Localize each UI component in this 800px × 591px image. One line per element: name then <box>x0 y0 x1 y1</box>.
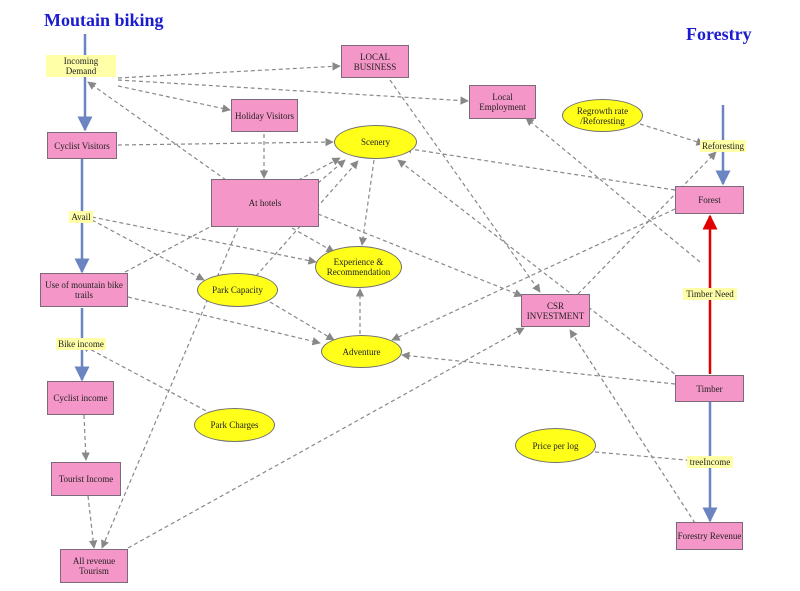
link-forest-to-scenery <box>403 145 676 191</box>
incoming-demand-label: Incoming Demand <box>46 55 116 77</box>
experience-recommendation-auxiliary: Experience & Recommendation <box>315 246 402 288</box>
link-regrowth-to-reforesting <box>639 123 705 146</box>
link-avail-to-experience <box>91 216 317 265</box>
scenery-auxiliary: Scenery <box>334 125 417 159</box>
link-all-revenue-to-csr <box>127 327 525 549</box>
link-at-hotels-to-experience <box>291 227 335 253</box>
tourist-income-stock: Tourist Income <box>51 462 121 496</box>
link-forest-to-adventure <box>391 208 676 341</box>
local-employment-stock: Local Employment <box>469 85 536 119</box>
link-tourist-income-to-all-revenue <box>87 495 98 549</box>
link-at-hotels-to-demand <box>87 81 227 181</box>
reforesting-label: Reforesting <box>700 140 746 152</box>
adventure-auxiliary: Adventure <box>321 335 402 368</box>
link-park-charges-to-bike-income <box>81 344 213 415</box>
park-charges-auxiliary: Park Charges <box>194 408 275 442</box>
forestry-revenue-stock: Forestry Revenue <box>676 522 743 550</box>
forest-stock: Forest <box>675 186 744 214</box>
at-hotels-stock: At hotels <box>211 179 319 227</box>
link-timber-to-scenery <box>397 159 681 379</box>
link-at-hotels-to-csr <box>317 213 523 298</box>
all-revenue-tourism-stock: All revenue Tourism <box>60 549 128 583</box>
link-demand-to-local-employment <box>117 79 469 105</box>
use-of-mountain-bike-trails-stock: Use of mountain bike trails <box>40 273 128 307</box>
regrowth-rate-auxiliary: Regrowth rate /Reforesting <box>562 99 643 132</box>
link-scenery-to-experience <box>358 159 375 246</box>
flow-pipes-biking <box>74 34 93 382</box>
link-cyclist-visitors-to-scenery <box>117 137 334 147</box>
local-business-stock: LOCAL BUSINESS <box>341 45 409 78</box>
link-trails-to-adventure <box>127 296 321 346</box>
csr-investment-stock: CSR INVESTMENT <box>521 294 590 327</box>
cyclist-income-stock: Cyclist income <box>47 381 114 415</box>
timber-stock: Timber <box>675 375 744 402</box>
link-avail-to-park-capacity <box>91 219 205 281</box>
link-park-capacity-to-scenery <box>255 160 359 277</box>
link-demand-to-local-business <box>117 62 341 79</box>
forestry-heading: Forestry <box>686 24 752 44</box>
cyclist-visitors-stock: Cyclist Visitors <box>47 132 117 159</box>
link-csr-to-reforesting <box>577 151 717 295</box>
link-cyclist-income-to-tourist-income <box>81 414 90 461</box>
link-local-business-to-csr <box>389 79 541 293</box>
link-demand-to-holiday-visitors <box>117 85 231 113</box>
link-park-capacity-to-adventure <box>269 301 335 341</box>
avail-label: Avail <box>69 211 93 223</box>
holiday-visitors-stock: Holiday Visitors <box>231 99 298 132</box>
link-forest-to-local-employment <box>525 117 701 263</box>
tree-income-label: treeIncome <box>687 456 733 468</box>
link-forestry-revenue-to-csr <box>569 329 696 524</box>
link-timber-to-adventure <box>401 351 676 385</box>
park-capacity-auxiliary: Park Capacity <box>197 273 278 307</box>
timber-need-label: Timber Need <box>683 288 737 300</box>
price-per-log-auxiliary: Price per log <box>515 428 596 463</box>
mountain-biking-heading: Moutain biking <box>44 10 164 30</box>
bike-income-label: Bike income <box>56 338 106 350</box>
